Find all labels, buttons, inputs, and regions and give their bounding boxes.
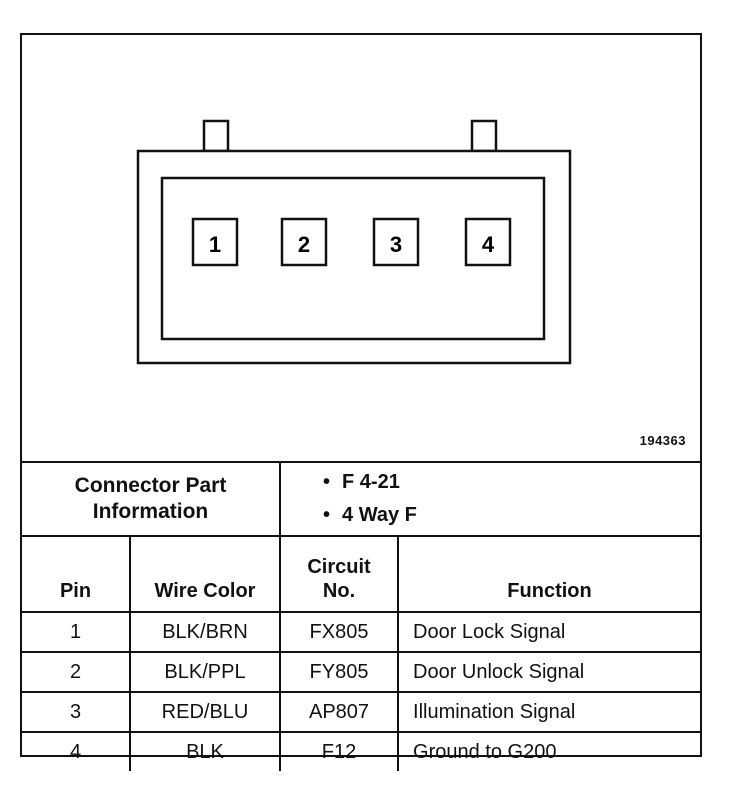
pin-label: 2 — [298, 232, 310, 257]
connector-tab-left — [202, 119, 230, 153]
cell-pin: 4 — [22, 731, 131, 771]
cell-pin: 1 — [22, 611, 131, 653]
connector-pin-1: 1 — [191, 217, 239, 267]
pin-label: 4 — [482, 232, 495, 257]
cell-circuit: FY805 — [279, 651, 400, 693]
diagram-frame: 1 2 3 4 194363 Connector Part Informatio… — [20, 33, 702, 771]
part-info-item: •F 4-21 — [323, 471, 400, 493]
figure-id: 194363 — [639, 433, 686, 448]
header-function: Function — [397, 535, 701, 613]
cell-function: Illumination Signal — [397, 691, 701, 733]
cell-function: Door Lock Signal — [397, 611, 701, 653]
cell-wire-color: BLK/PPL — [128, 651, 282, 693]
cell-pin: 2 — [22, 651, 131, 693]
table-row: 4 BLK F12 Ground to G200 — [22, 731, 701, 771]
cell-function: Door Unlock Signal — [397, 651, 701, 693]
connector-drawing: 1 2 3 4 — [136, 119, 572, 365]
connector-pin-2: 2 — [280, 217, 328, 267]
part-info-item: •4 Way F — [323, 504, 417, 526]
part-info-label: Connector Part Information — [22, 461, 282, 537]
part-info-values: •F 4-21 •4 Way F — [279, 461, 701, 537]
header-pin: Pin — [22, 535, 131, 613]
bullet-icon: • — [323, 471, 331, 493]
header-wire-color: Wire Color — [128, 535, 282, 613]
header-row: Pin Wire Color Circuit No. Function — [22, 535, 701, 613]
cell-function: Ground to G200 — [397, 731, 701, 771]
connector-tab-right — [470, 119, 498, 153]
connector-pin-3: 3 — [372, 217, 420, 267]
connector-pin-4: 4 — [464, 217, 512, 267]
cell-wire-color: BLK/BRN — [128, 611, 282, 653]
cell-pin: 3 — [22, 691, 131, 733]
pin-label: 1 — [209, 232, 221, 257]
cell-circuit: F12 — [279, 731, 400, 771]
table-row: 1 BLK/BRN FX805 Door Lock Signal — [22, 611, 701, 653]
table-row: 2 BLK/PPL FY805 Door Unlock Signal — [22, 651, 701, 693]
bullet-icon: • — [323, 504, 331, 526]
cell-circuit: FX805 — [279, 611, 400, 653]
cell-circuit: AP807 — [279, 691, 400, 733]
connector-table: Connector Part Information •F 4-21 •4 Wa… — [22, 461, 701, 771]
header-circuit: Circuit No. — [279, 535, 400, 613]
cell-wire-color: RED/BLU — [128, 691, 282, 733]
cell-wire-color: BLK — [128, 731, 282, 771]
table-row: 3 RED/BLU AP807 Illumination Signal — [22, 691, 701, 733]
part-info-row: Connector Part Information •F 4-21 •4 Wa… — [22, 461, 701, 537]
pin-label: 3 — [390, 232, 402, 257]
